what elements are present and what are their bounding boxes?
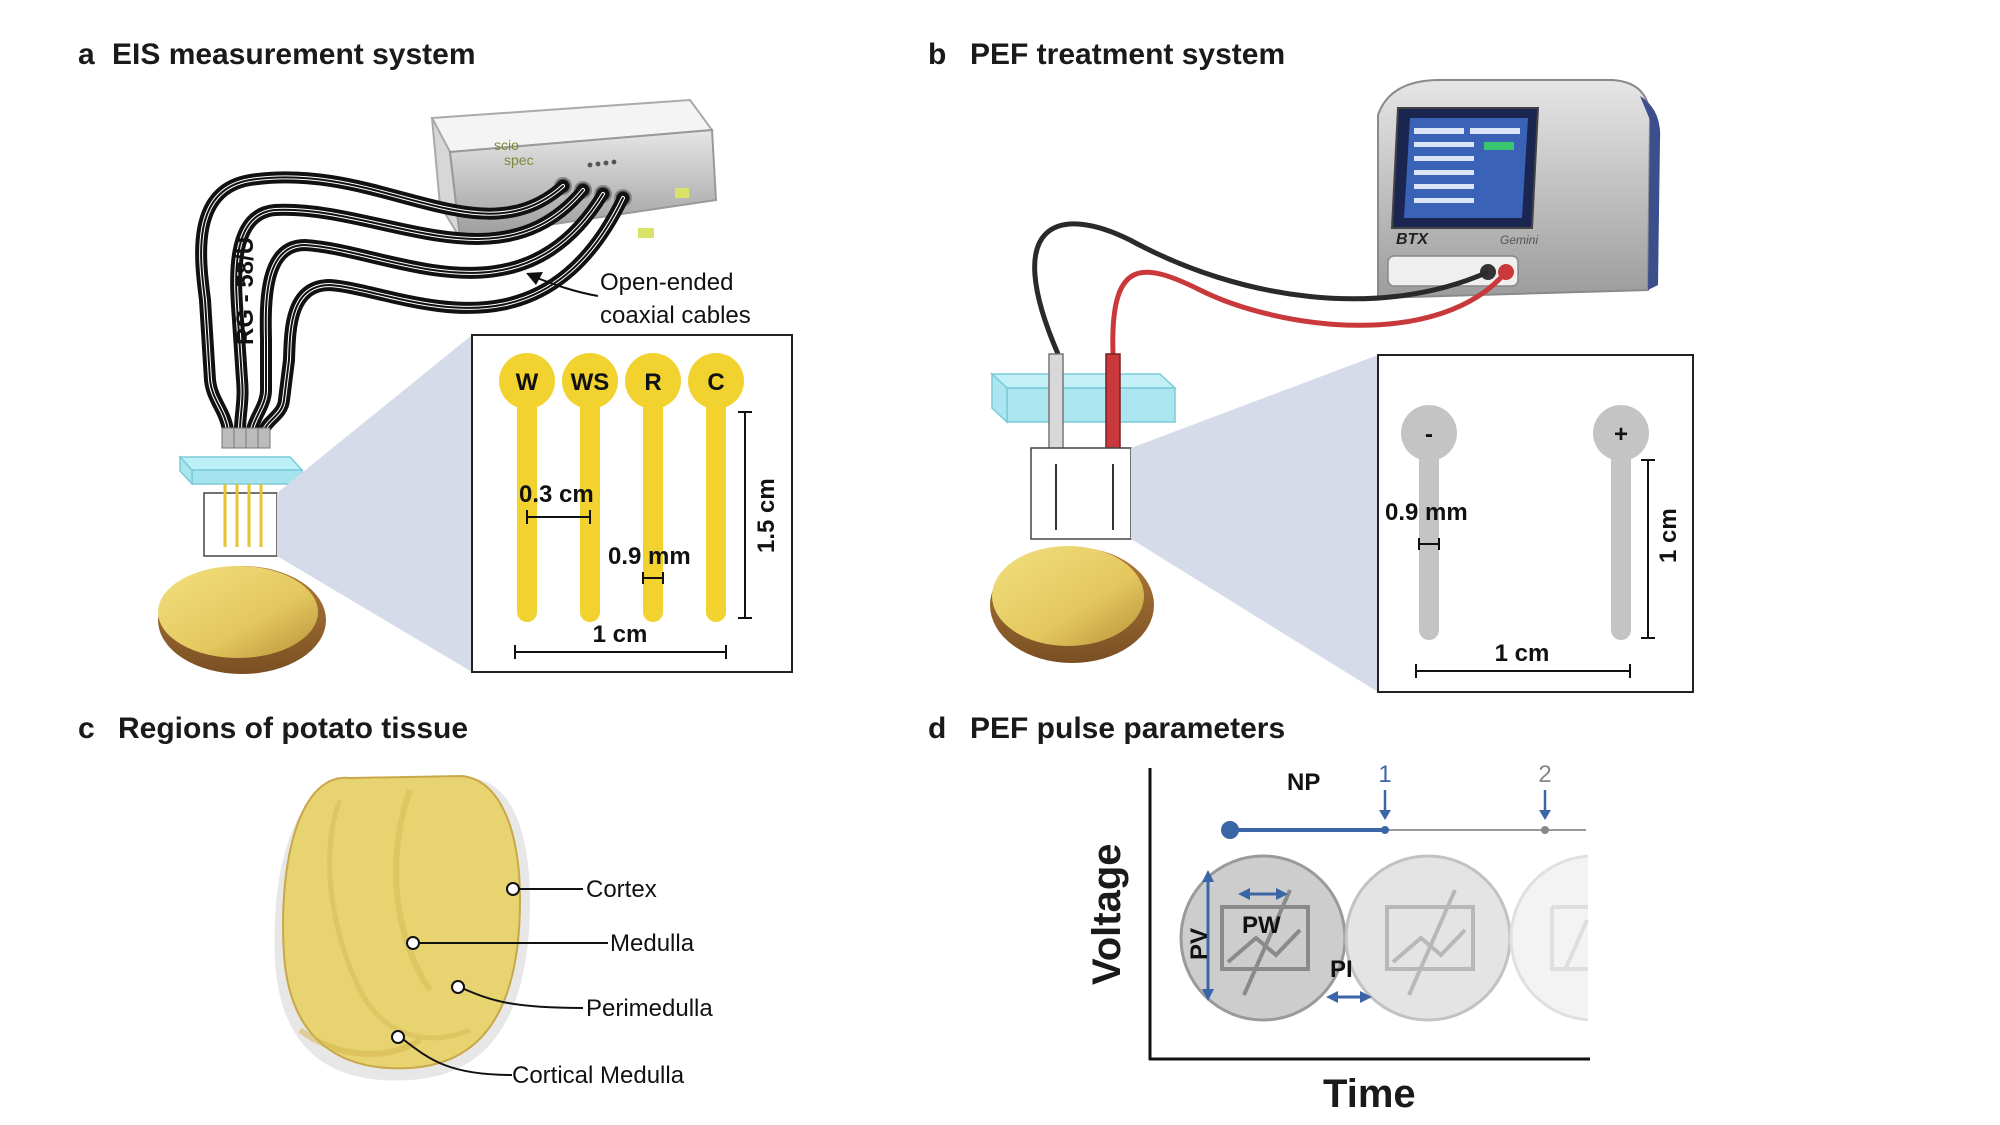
electrode-c-head xyxy=(688,353,744,409)
pef-zoom-wedge xyxy=(1131,355,1378,692)
region-medulla: Medulla xyxy=(610,930,695,957)
panel-c-letter: c xyxy=(78,712,95,745)
electrode-neg-head xyxy=(1401,405,1457,461)
eis-dim-spacing: 0.3 cm xyxy=(519,481,594,508)
eis-brand-1: scio xyxy=(494,137,519,153)
btx-model: Gemini xyxy=(1500,233,1538,247)
pulse-marker-2-arrow xyxy=(1539,810,1551,820)
pulse-icon-1 xyxy=(1220,889,1310,996)
electrode-w-shaft xyxy=(517,382,537,622)
coaxial-cables xyxy=(195,171,629,436)
panel-b: b PEF treatment system BTX Gemini xyxy=(928,38,1694,693)
pw-label: PW xyxy=(1242,912,1281,939)
eis-probe-holder xyxy=(178,455,304,557)
pv-label: PV xyxy=(1186,928,1213,960)
pulse-icon-3 xyxy=(1550,905,1589,971)
btx-device-illustration: BTX Gemini xyxy=(1377,79,1661,300)
pulse-marker-1-arrow xyxy=(1379,810,1391,820)
y-axis-label: Voltage xyxy=(1085,843,1129,985)
pulse-circles xyxy=(1179,850,2000,1050)
panel-a: a EIS measurement system scio spec xyxy=(78,38,793,674)
pef-zoom-source-box xyxy=(1030,447,1132,540)
eis-zoom-source-box xyxy=(203,492,278,557)
eis-dimension-lines xyxy=(514,411,752,659)
panel-c: c Regions of potato tissue Cortex Medull… xyxy=(78,712,713,1089)
pulse-marker-1: 1 xyxy=(1378,761,1391,788)
electrode-w-head xyxy=(499,353,555,409)
region-cortical-medulla: Cortical Medulla xyxy=(512,1062,685,1089)
x-axis-label: Time xyxy=(1323,1072,1416,1116)
pef-probe-holder xyxy=(990,353,1177,540)
pef-dim-length: 1 cm xyxy=(1655,508,1682,563)
cable-callout-line1: Open-ended xyxy=(600,269,733,296)
pef-dim-width: 0.9 mm xyxy=(1385,499,1468,526)
cable-shielding xyxy=(221,427,271,449)
electrode-r-head xyxy=(625,353,681,409)
region-leader-lines xyxy=(391,882,608,1076)
electrode-neg-shaft xyxy=(1419,440,1439,640)
panel-b-title: PEF treatment system xyxy=(970,38,1285,71)
np-label: NP xyxy=(1287,769,1320,796)
pef-dimension-lines xyxy=(1415,459,1655,678)
pulse-circle-2 xyxy=(1344,854,1512,1022)
electrode-r-shaft xyxy=(643,382,663,622)
electrode-pos-shaft xyxy=(1611,440,1631,640)
electrode-ws-label: WS xyxy=(571,369,610,396)
cable-callout-line2: coaxial cables xyxy=(600,302,751,329)
panel-a-letter: a xyxy=(78,38,95,71)
electrode-r-label: R xyxy=(644,369,661,396)
pef-electrodes: - + xyxy=(1401,405,1649,640)
pulse-marker-1-dot xyxy=(1381,826,1389,834)
eis-brand-2: spec xyxy=(504,152,534,168)
potato-cross-section xyxy=(274,774,530,1081)
pef-cable-negative xyxy=(1032,221,1490,355)
eis-zoom-wedge xyxy=(277,335,472,672)
eis-dim-length: 1.5 cm xyxy=(753,478,780,553)
potato-a-illustration xyxy=(158,566,326,674)
electrode-w-label: W xyxy=(516,369,539,396)
panel-d: d PEF pulse parameters Voltage Time NP 1… xyxy=(928,712,2000,1116)
np-start-marker xyxy=(1221,821,1239,839)
eis-dim-total: 1 cm xyxy=(593,621,648,648)
cable-callout-arrow xyxy=(526,272,599,297)
btx-brand: BTX xyxy=(1396,231,1429,248)
panel-a-title: EIS measurement system xyxy=(112,38,476,71)
electrode-neg-label: - xyxy=(1425,421,1433,448)
pef-cable-positive xyxy=(1110,269,1508,355)
panel-b-letter: b xyxy=(928,38,946,71)
electrode-c-shaft xyxy=(706,382,726,622)
panel-c-title: Regions of potato tissue xyxy=(118,712,468,745)
eis-dim-width: 0.9 mm xyxy=(608,543,691,570)
electrode-pos-label: + xyxy=(1614,421,1628,448)
electrode-ws-head xyxy=(562,353,618,409)
electrode-pos-head xyxy=(1593,405,1649,461)
electrode-c-label: C xyxy=(707,369,724,396)
region-cortex: Cortex xyxy=(586,876,657,903)
panel-d-letter: d xyxy=(928,712,946,745)
pulse-marker-2: 2 xyxy=(1538,761,1551,788)
pulse-icon-2 xyxy=(1385,889,1475,996)
cable-type-label: RG - 58/U xyxy=(232,237,259,345)
pulse-parameter-arrows xyxy=(1202,870,1372,1003)
pef-dim-spacing: 1 cm xyxy=(1495,640,1550,667)
electrode-ws-shaft xyxy=(580,382,600,622)
pulse-marker-2-dot xyxy=(1541,826,1549,834)
potato-b-illustration xyxy=(990,546,1154,663)
eis-electrodes: W WS R C xyxy=(499,353,744,622)
panel-d-title: PEF pulse parameters xyxy=(970,712,1285,745)
region-perimedulla: Perimedulla xyxy=(586,995,713,1022)
pi-label: PI xyxy=(1330,956,1353,983)
